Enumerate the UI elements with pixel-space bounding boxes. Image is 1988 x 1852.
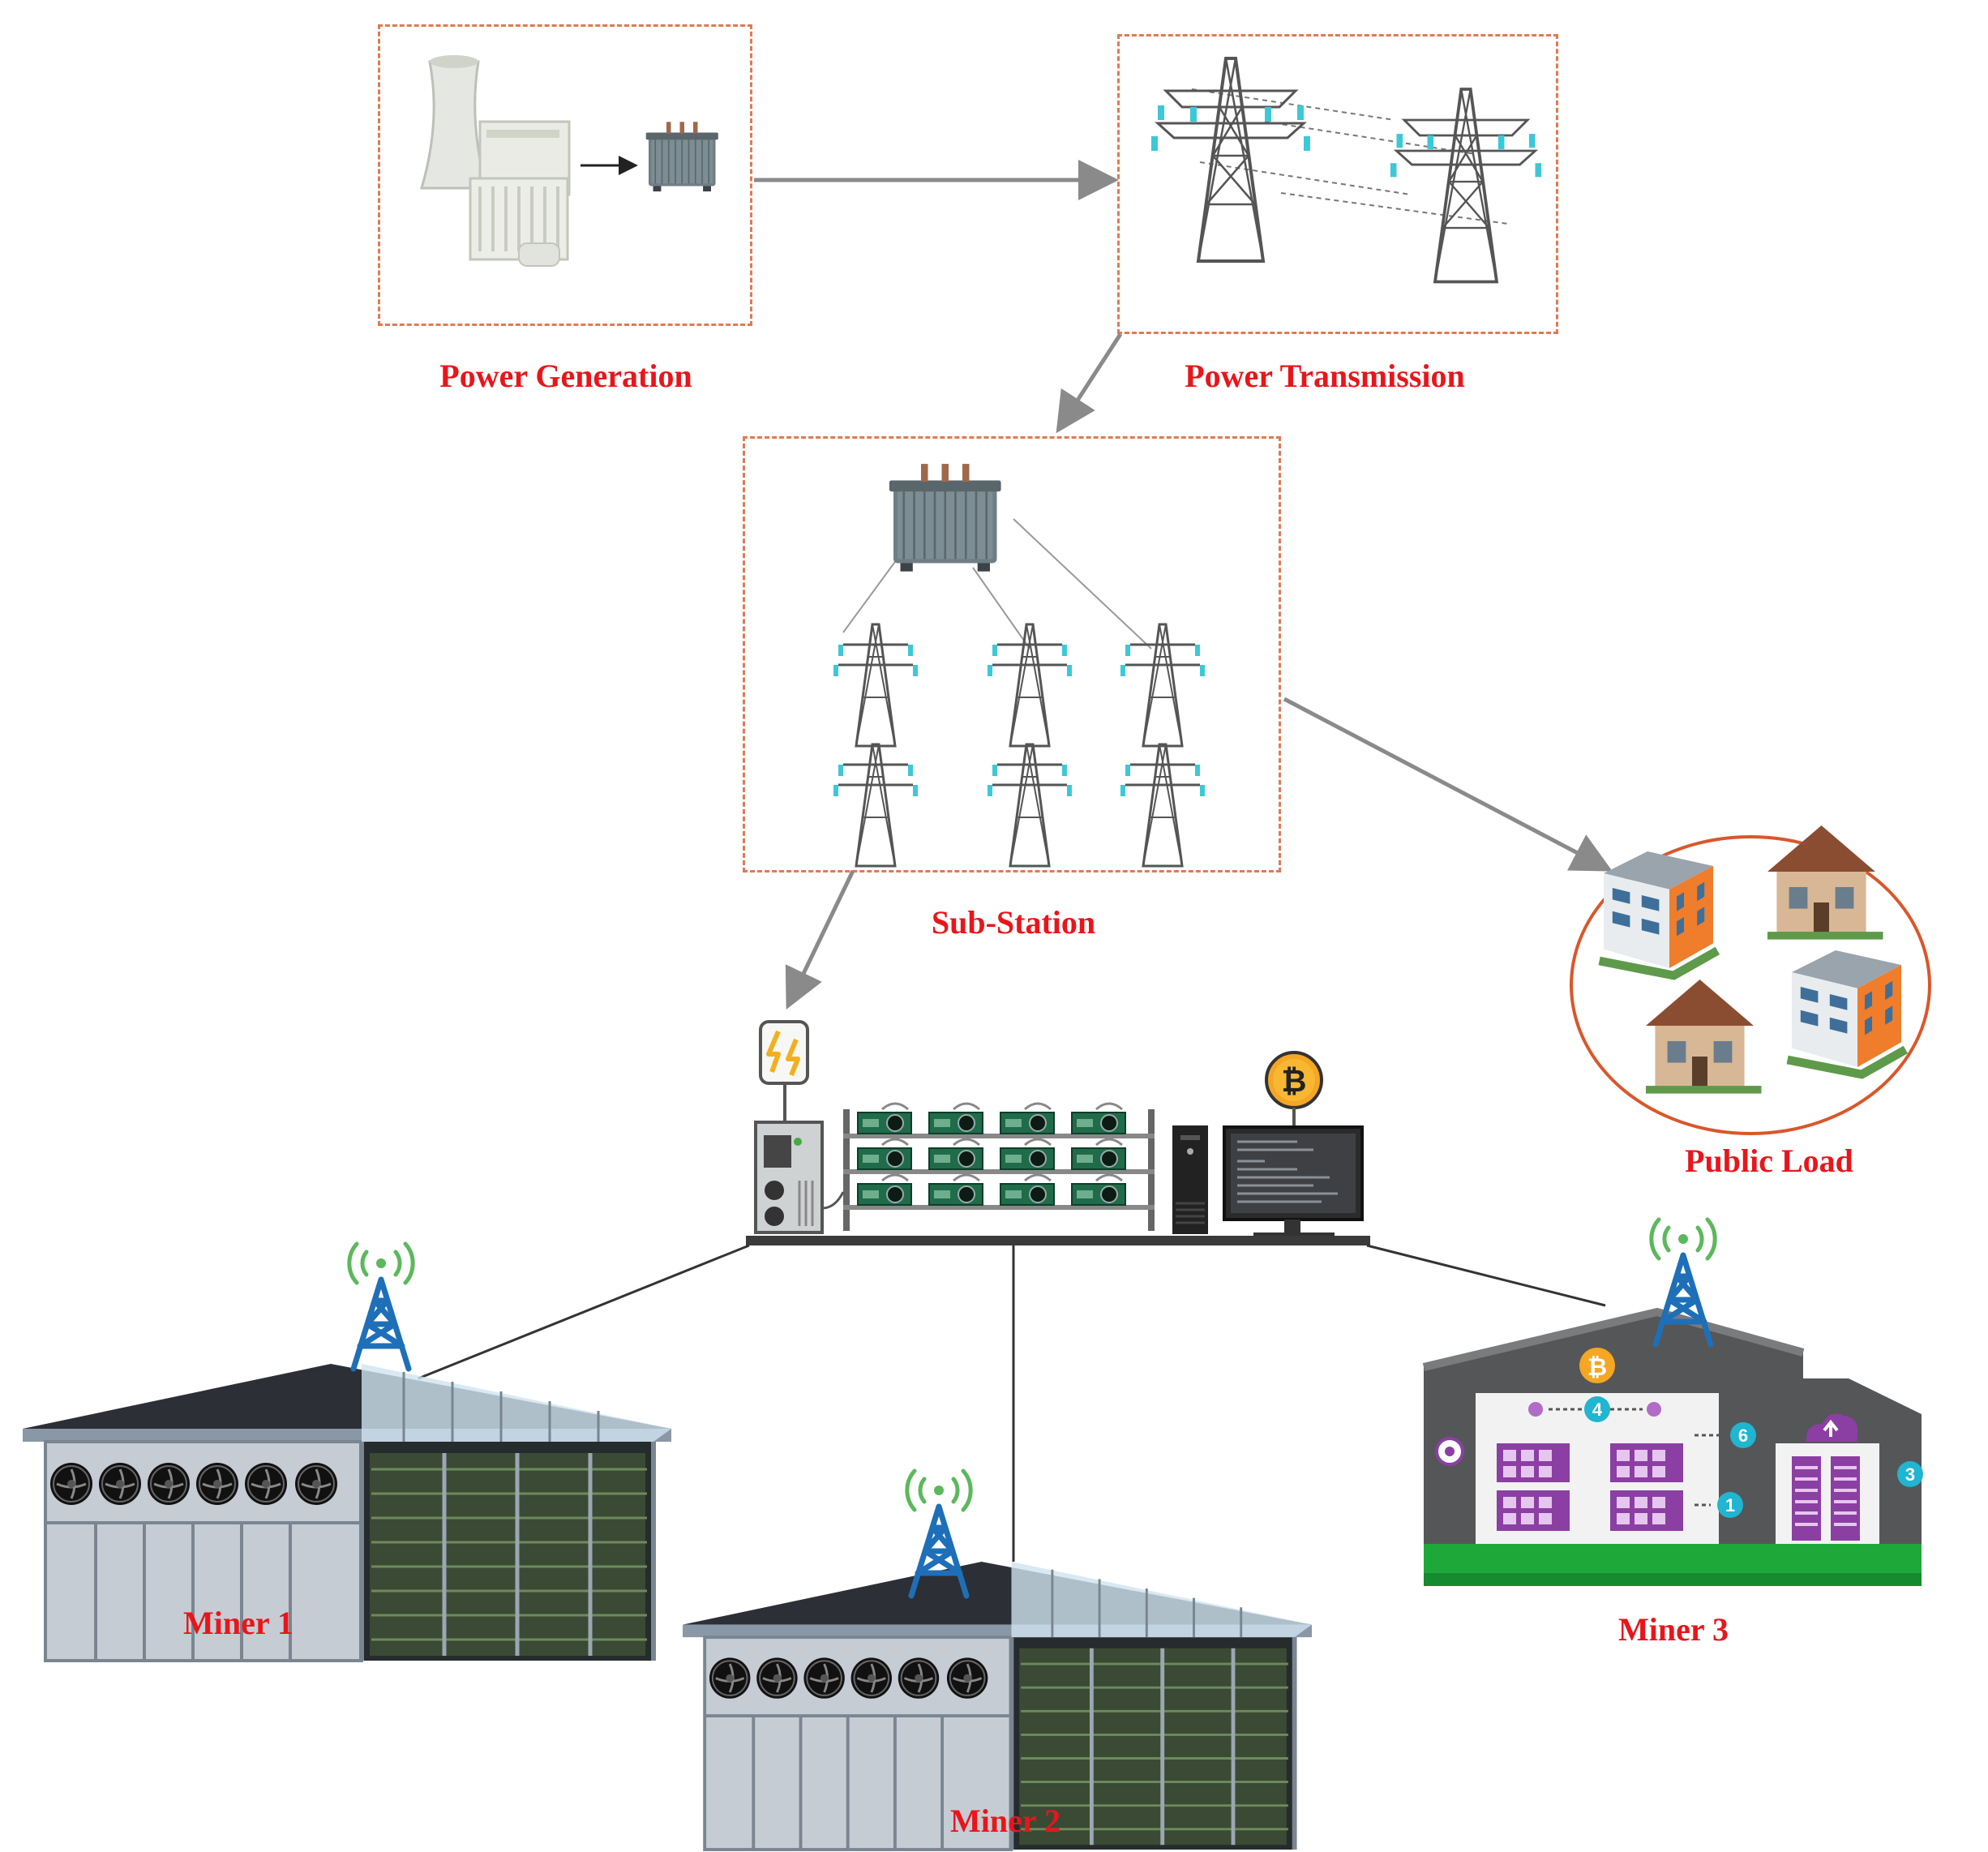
svg-text:6: 6 <box>1738 1425 1748 1446</box>
hub-to-miner3-line <box>1366 1244 1606 1307</box>
miner3-badge-3: 3 <box>1897 1461 1923 1487</box>
pylon-icon <box>1119 623 1206 748</box>
pylon-icon <box>832 743 919 868</box>
building-icon <box>1600 851 1718 975</box>
pylon-icon <box>832 623 919 748</box>
pylon-icon <box>1119 743 1206 868</box>
miner2-label: Miner 2 <box>950 1803 1060 1839</box>
transmission-to-substation-arrow <box>1056 332 1123 434</box>
power-transmission-label: Power Transmission <box>1185 358 1465 394</box>
house-icon <box>1767 825 1883 940</box>
transmission-lines <box>1191 88 1509 225</box>
mining-hub-shelf <box>746 1236 1370 1245</box>
power-generation-label: Power Generation <box>439 358 692 394</box>
miner3-building <box>1422 1307 1922 1586</box>
substation-to-public-load-arrow <box>1283 697 1613 872</box>
miner3-label: Miner 3 <box>1618 1611 1729 1648</box>
public-load-label: Public Load <box>1685 1142 1853 1179</box>
transformer-icon <box>645 121 719 192</box>
miner3-badge-1: 1 <box>1717 1492 1743 1518</box>
substation-to-mining-hub-arrow <box>785 869 855 1010</box>
monitor <box>1223 1125 1364 1237</box>
cell-tower-icon <box>349 1244 413 1369</box>
pylon-icon <box>1150 57 1312 263</box>
building-icon <box>1788 950 1906 1074</box>
cloud-upload-icon <box>1806 1413 1858 1442</box>
mining-rig-icon <box>821 1102 1155 1231</box>
transformer-icon <box>888 462 1002 572</box>
substation-wires <box>842 518 1152 649</box>
sub-station-box <box>743 436 1281 872</box>
miner3-badge-4: 4 <box>1584 1396 1610 1422</box>
bitcoin-icon: ₿ <box>1579 1348 1615 1383</box>
svg-text:₿: ₿ <box>1282 1065 1307 1099</box>
hub-to-miner1-line <box>418 1244 750 1380</box>
lightning-icon <box>759 1020 809 1085</box>
svg-text:4: 4 <box>1592 1400 1603 1420</box>
pylon-icon <box>986 743 1073 868</box>
svg-text:₿: ₿ <box>1587 1354 1607 1381</box>
power-plant-icon <box>419 55 571 267</box>
miner3-badge-6: 6 <box>1730 1422 1756 1448</box>
miner1-warehouse <box>23 1364 671 1661</box>
pylon-icon <box>1389 88 1543 284</box>
miner1-label: Miner 1 <box>183 1605 293 1641</box>
pylon-icon <box>986 623 1073 748</box>
svg-text:1: 1 <box>1725 1495 1735 1515</box>
svg-text:3: 3 <box>1905 1464 1915 1485</box>
power-supply-unit <box>754 1121 824 1234</box>
house-icon <box>1646 980 1762 1094</box>
power-generation-box <box>378 24 752 326</box>
public-load-circle <box>1570 835 1931 1135</box>
sub-station-label: Sub-Station <box>931 904 1096 941</box>
pc-tower <box>1172 1125 1208 1234</box>
miner2-warehouse <box>683 1562 1312 1850</box>
bitcoin-icon: ₿ <box>1265 1051 1323 1109</box>
